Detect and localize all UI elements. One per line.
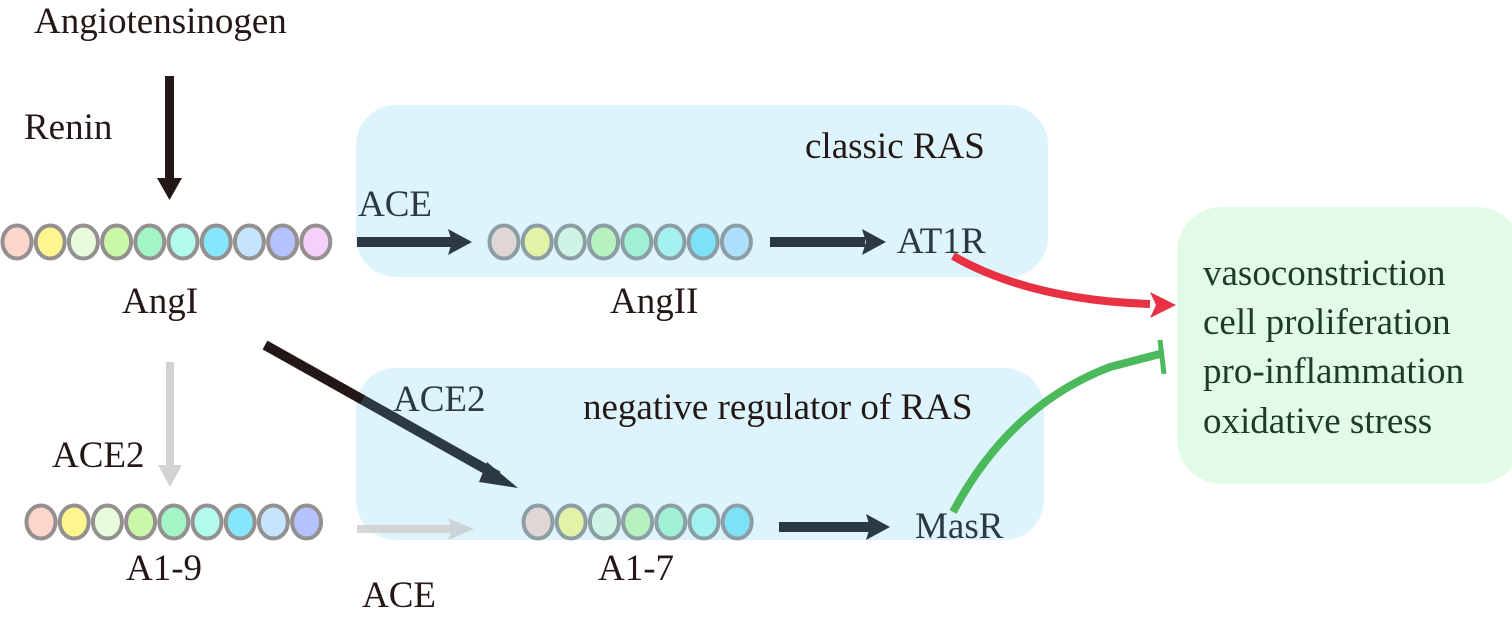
at1r-activation-arrow — [951, 252, 1176, 318]
ace2-arrow-angI-to-a19 — [158, 362, 182, 487]
a17-peptide-chain — [521, 503, 754, 541]
amino-acid-bead — [100, 223, 134, 261]
amino-acid-bead — [719, 223, 753, 261]
amino-acid-bead — [232, 223, 266, 261]
amino-acid-bead — [620, 223, 654, 261]
ace-arrow-a19-to-a17 — [357, 518, 474, 540]
ace2-arrow-angI-to-a17 — [262, 340, 518, 488]
amino-acid-bead — [90, 503, 124, 541]
amino-acid-bead — [621, 503, 655, 541]
angII-to-at1r-arrow — [770, 229, 886, 255]
at1r-label: AT1R — [897, 221, 986, 262]
amino-acid-bead — [157, 503, 191, 541]
amino-acid-bead — [33, 223, 67, 261]
angII-peptide-chain — [487, 223, 753, 261]
angII-label: AngII — [610, 281, 698, 322]
effects-list: vasoconstriction cell proliferation pro-… — [1203, 253, 1464, 442]
amino-acid-bead — [290, 503, 324, 541]
a17-label: A1-7 — [598, 548, 674, 589]
amino-acid-bead — [0, 223, 34, 261]
amino-acid-bead — [487, 223, 521, 261]
amino-acid-bead — [686, 223, 720, 261]
negative-regulator-title: negative regulator of RAS — [583, 387, 972, 428]
amino-acid-bead — [223, 503, 257, 541]
effects-box — [1177, 207, 1512, 484]
amino-acid-bead — [653, 223, 687, 261]
amino-acid-bead — [654, 503, 688, 541]
ace-bottom-label: ACE — [362, 575, 436, 616]
amino-acid-bead — [720, 503, 754, 541]
ace-top-label: ACE — [358, 184, 432, 225]
amino-acid-bead — [199, 223, 233, 261]
a17-to-masr-arrow — [779, 514, 890, 540]
amino-acid-bead — [299, 223, 333, 261]
amino-acid-bead — [587, 223, 621, 261]
amino-acid-bead — [256, 503, 290, 541]
ace2-diagonal-label: ACE2 — [393, 379, 486, 420]
amino-acid-bead — [266, 223, 300, 261]
amino-acid-bead — [24, 503, 58, 541]
angiotensinogen-label: Angiotensinogen — [34, 1, 287, 42]
amino-acid-bead — [66, 223, 100, 261]
amino-acid-bead — [587, 503, 621, 541]
amino-acid-bead — [133, 223, 167, 261]
classic-ras-title: classic RAS — [805, 126, 985, 167]
amino-acid-bead — [554, 503, 588, 541]
amino-acid-bead — [687, 503, 721, 541]
a19-label: A1-9 — [126, 548, 202, 589]
amino-acid-bead — [190, 503, 224, 541]
angI-label: AngI — [122, 281, 198, 322]
negative-regulator-box — [356, 368, 1044, 540]
ace2-left-label: ACE2 — [52, 435, 145, 476]
effect-item: vasoconstriction — [1203, 253, 1446, 294]
amino-acid-bead — [124, 503, 158, 541]
amino-acid-bead — [166, 223, 200, 261]
masr-inhibition-line — [949, 339, 1167, 514]
a19-peptide-chain — [24, 503, 324, 541]
effect-item: pro-inflammation — [1203, 351, 1464, 392]
renin-label: Renin — [24, 107, 112, 148]
effect-item: cell proliferation — [1203, 302, 1451, 343]
renin-arrow — [157, 76, 182, 200]
amino-acid-bead — [553, 223, 587, 261]
effect-item: oxidative stress — [1203, 401, 1432, 442]
angI-peptide-chain — [0, 223, 333, 261]
amino-acid-bead — [520, 223, 554, 261]
amino-acid-bead — [57, 503, 91, 541]
masr-label: MasR — [915, 506, 1004, 547]
ace-arrow-angI-to-angII — [357, 229, 472, 255]
amino-acid-bead — [521, 503, 555, 541]
